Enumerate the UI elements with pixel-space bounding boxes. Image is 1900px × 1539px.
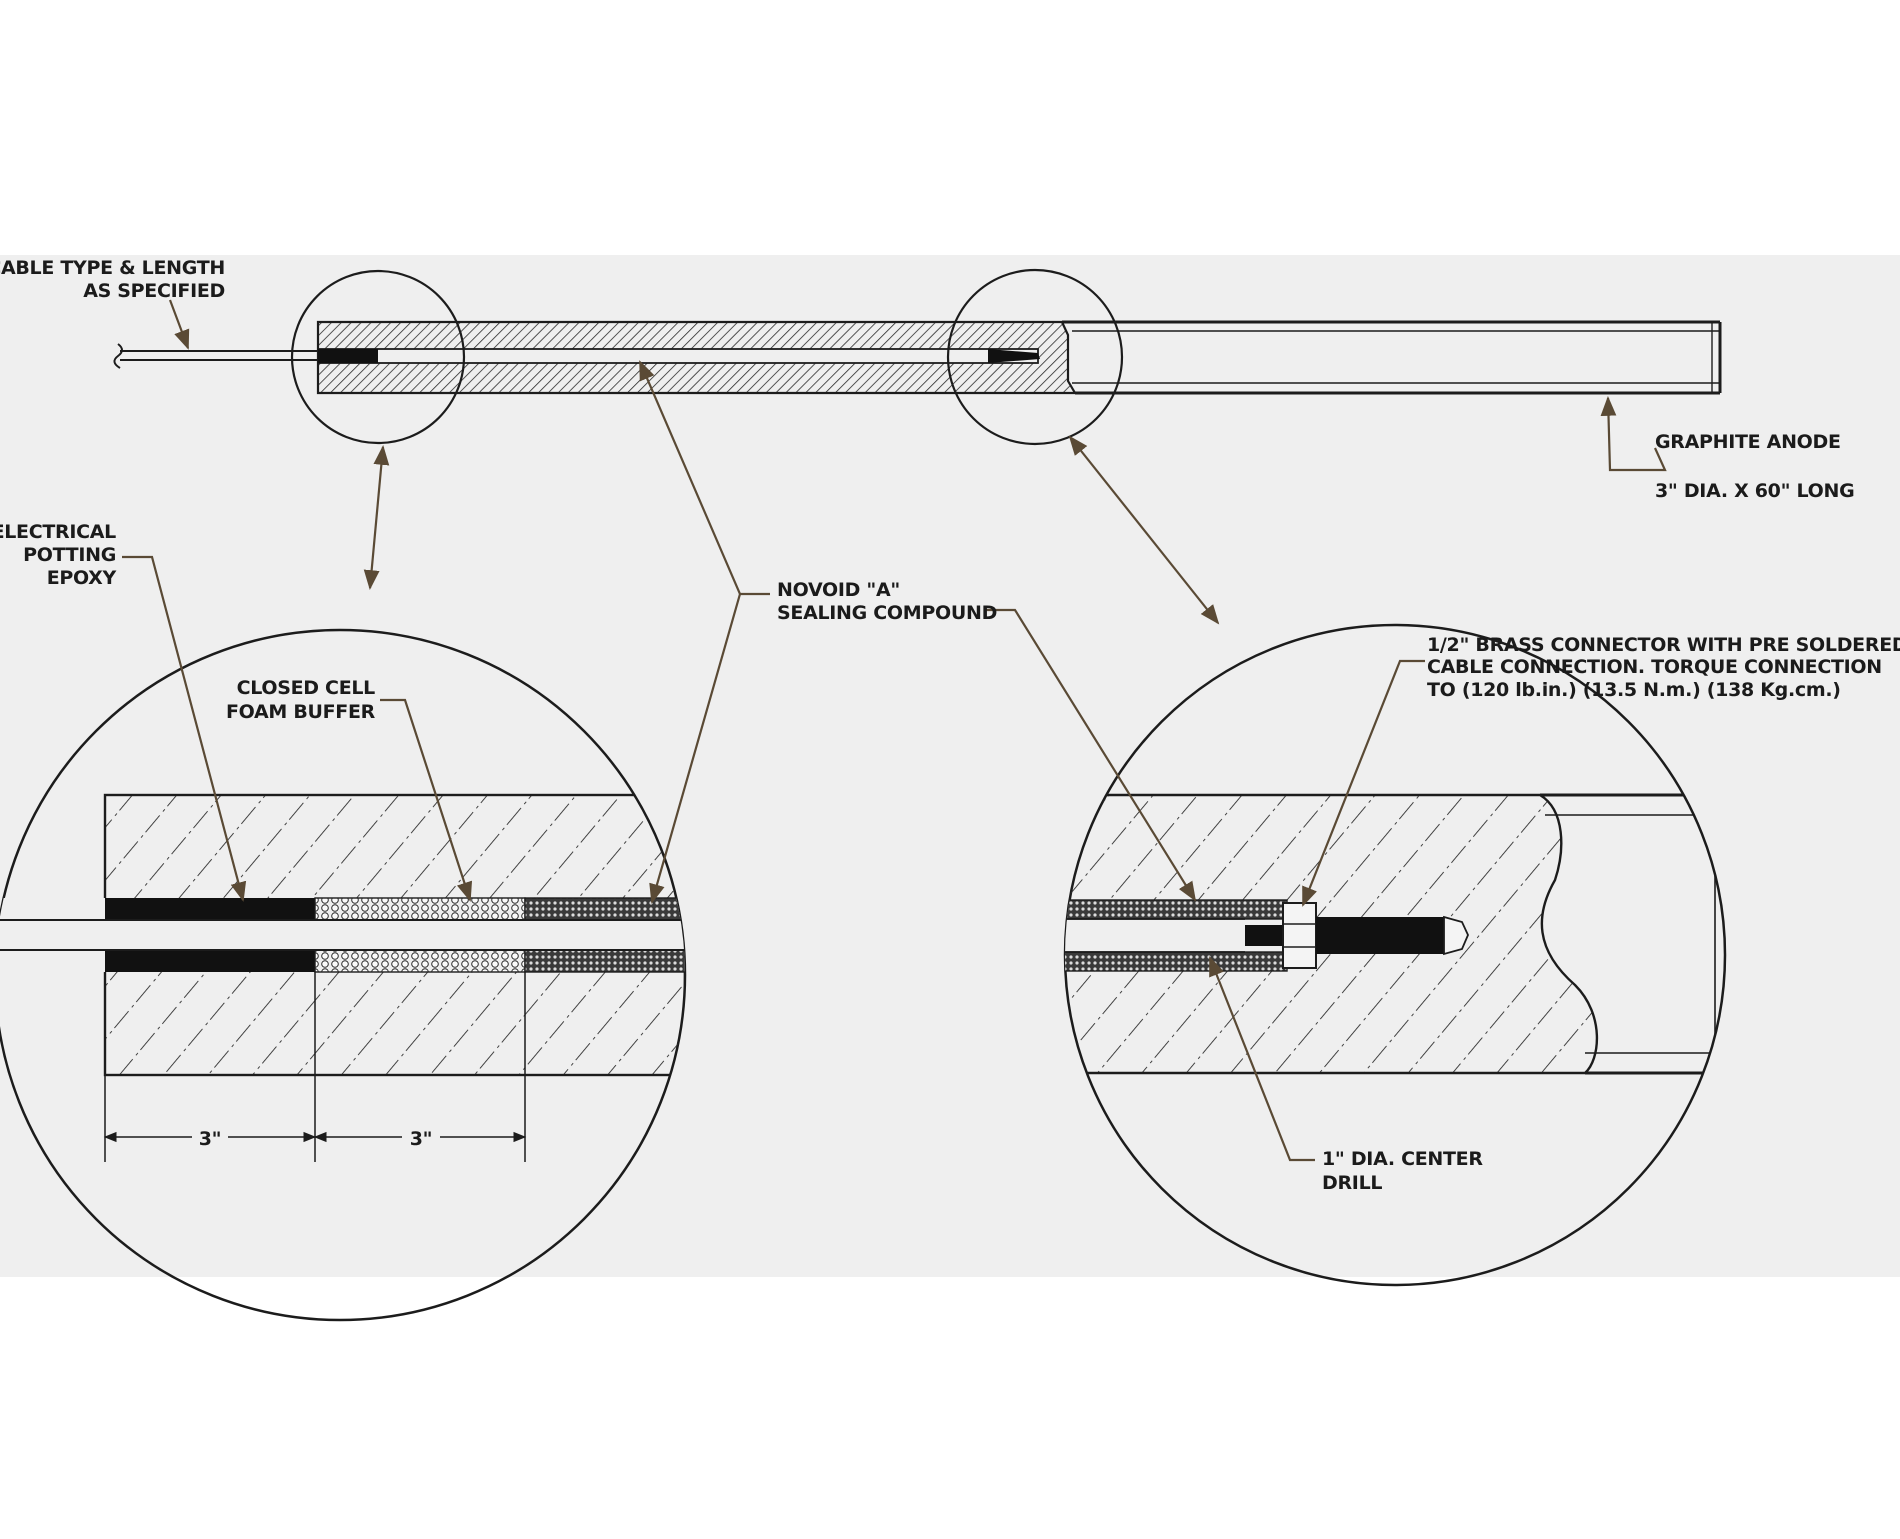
label-epoxy-line2: POTTING (23, 544, 116, 566)
sealant-fill (524, 897, 685, 921)
label-epoxy-line1: ELECTRICAL (0, 521, 116, 543)
anode-overview (113, 268, 1722, 446)
connector-stud (1316, 917, 1444, 954)
label-novoid-line2: SEALING COMPOUND (777, 602, 997, 624)
label-drill-line2: DRILL (1322, 1172, 1382, 1194)
label-foam-line2: FOAM BUFFER (226, 701, 376, 723)
label-cable-line2: AS SPECIFIED (83, 280, 225, 302)
label-cable-line1: CABLE TYPE & LENGTH (0, 257, 225, 279)
label-epoxy-line3: EPOXY (47, 567, 117, 589)
dim-foam-length: 3" (410, 1128, 433, 1150)
dim-epoxy-length: 3" (199, 1128, 222, 1150)
brass-nut (1282, 902, 1317, 969)
label-foam-line1: CLOSED CELL (237, 677, 376, 699)
foam-fill (314, 897, 526, 921)
label-brass-line3: TO (120 lb.in.) (13.5 N.m.) (138 Kg.cm.) (1427, 679, 1841, 701)
detail-left: 3" 3" (0, 628, 687, 1322)
epoxy-fill (105, 898, 315, 920)
detail-callout-left (290, 269, 466, 445)
label-novoid-line1: NOVOID "A" (777, 579, 900, 601)
detail-right (1063, 623, 1727, 1287)
label-anode-line2: 3" DIA. X 60" LONG (1655, 480, 1854, 502)
label-brass-line2: CABLE CONNECTION. TORQUE CONNECTION (1427, 656, 1882, 678)
leader-lines (122, 299, 1667, 1162)
detail-callout-right (946, 268, 1124, 446)
labels: CABLE TYPE & LENGTH AS SPECIFIED GRAPHIT… (0, 257, 1900, 1194)
label-drill-line1: 1" DIA. CENTER (1322, 1148, 1483, 1170)
bore-sealant (1065, 899, 1288, 920)
label-anode-line1: GRAPHITE ANODE (1655, 431, 1841, 453)
label-brass-line1: 1/2" BRASS CONNECTOR WITH PRE SOLDERED (1427, 634, 1900, 656)
drawing-background (0, 255, 1900, 1277)
